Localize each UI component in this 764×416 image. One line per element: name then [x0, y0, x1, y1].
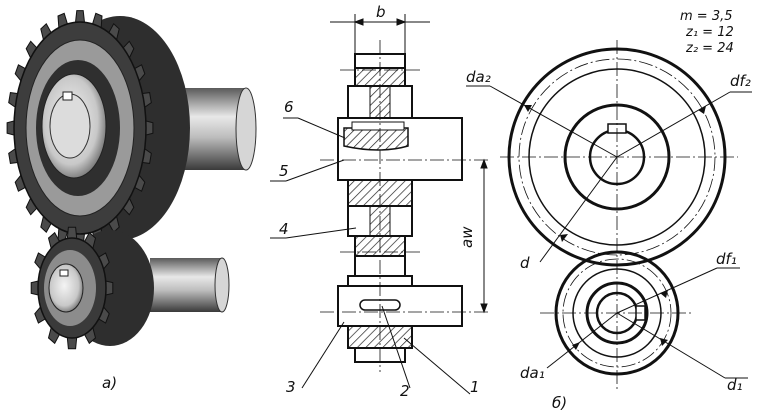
width-symbol: b	[376, 3, 386, 21]
label-d: d	[520, 254, 530, 272]
upper-gear-section	[337, 53, 463, 257]
small-gear-shaft	[150, 257, 230, 313]
gear-parameters: m = 3,5 z₁ = 12 z₂ = 24	[680, 9, 734, 56]
part-label-2: 2	[400, 382, 410, 400]
panel-a-label: а)	[102, 374, 117, 392]
teeth-count-1: z₁ = 12	[685, 25, 734, 40]
part-label-3: 3	[286, 378, 296, 396]
part-leaders	[270, 117, 471, 395]
diameter-leaders	[466, 85, 752, 379]
teeth-count-2: z₂ = 24	[685, 41, 734, 56]
gear-assembly-section: b	[270, 3, 490, 400]
large-gear-shaft	[178, 87, 257, 171]
module-parameter: m = 3,5	[680, 9, 733, 24]
section-centerlines	[320, 40, 490, 372]
gear-mesh-front-view	[466, 40, 752, 390]
center-distance-dimension	[480, 158, 488, 314]
panel-b-label: б)	[552, 394, 567, 412]
part-label-4: 4	[279, 220, 289, 238]
label-da1: da₁	[520, 364, 545, 382]
large-gear	[6, 10, 190, 246]
part-label-6: 6	[284, 98, 294, 116]
isometric-gear-pair: а)	[6, 10, 257, 392]
width-dimension-b	[330, 14, 430, 54]
center-distance-symbol: aw	[458, 226, 476, 248]
part-label-5: 5	[279, 162, 289, 180]
label-da2: da₂	[466, 68, 491, 86]
small-gear	[30, 226, 154, 350]
label-df1: df₁	[716, 250, 737, 268]
lower-gear-section	[337, 255, 463, 363]
part-label-1: 1	[470, 378, 480, 396]
label-d1: d₁	[727, 376, 743, 394]
label-df2: df₂	[730, 72, 751, 90]
